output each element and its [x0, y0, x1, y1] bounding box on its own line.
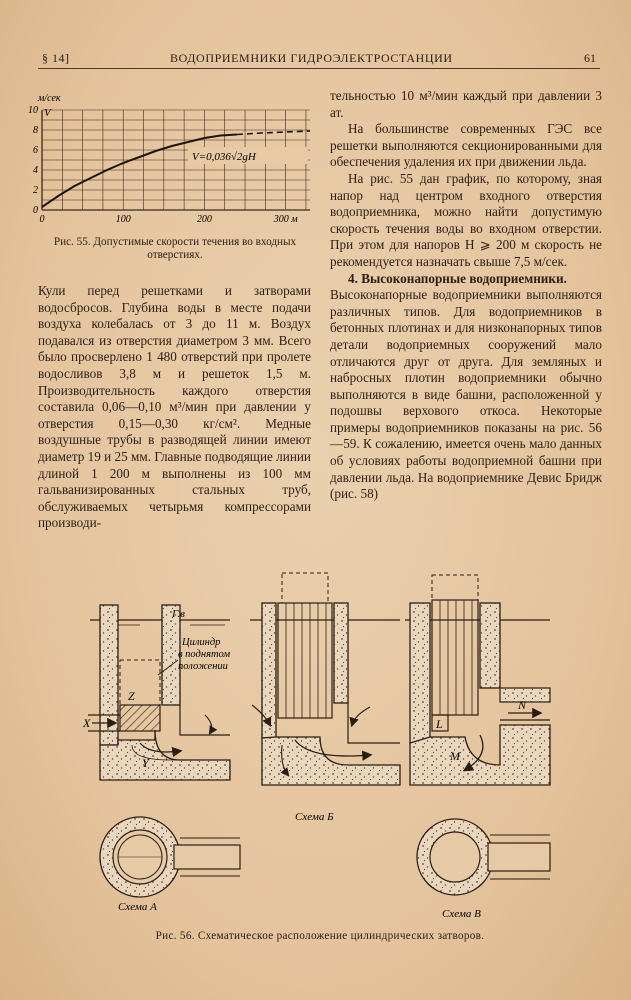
- scheme-a-plan: [99, 816, 241, 898]
- label-z: Z: [128, 689, 135, 703]
- right-paragraph-towers: Высоконапорные водоприемники выполняются…: [330, 287, 602, 502]
- x-tick-label: 300 м: [273, 214, 299, 225]
- y-tick-label: 10: [28, 105, 38, 116]
- scheme-a-label: Схема А: [118, 901, 157, 913]
- running-title: ВОДОПРИЕМНИКИ ГИДРОЭЛЕКТРОСТАНЦИИ: [170, 51, 453, 65]
- y-axis-letter: V: [44, 107, 52, 119]
- y-tick-label: 4: [33, 165, 38, 176]
- chart-lines: [41, 130, 311, 208]
- right-paragraph-continued: тельностью 10 м³/мин каждый при давлении…: [330, 88, 602, 120]
- y-tick-label: 8: [33, 125, 38, 136]
- annotation-text: положении: [178, 661, 228, 672]
- cylinder-vertical-lines: [277, 602, 333, 719]
- left-paragraph: Кули перед решетками и затворами водосбр…: [38, 283, 311, 531]
- section-4: 4. Высоконапорные водоприемники.: [330, 271, 602, 288]
- y-tick-label: 2: [33, 185, 38, 196]
- label-x: X: [82, 716, 91, 730]
- label-gv: Г.в: [171, 608, 185, 620]
- cylinder-annotation: Цилиндр в поднятом положении: [157, 637, 230, 676]
- figure-56-caption: Рис. 56. Схематическое расположение цили…: [155, 930, 485, 942]
- annotation-text: Цилиндр: [181, 637, 220, 648]
- figure-55-caption: Рис. 55. Допустимые скорости течения во …: [53, 236, 297, 261]
- label-m: M: [449, 749, 461, 763]
- y-tick-label: 0: [33, 205, 38, 216]
- series-line: [236, 130, 311, 136]
- formula-backdrop: [188, 147, 308, 164]
- series-line: [41, 133, 237, 208]
- scheme-v-elevation: L N M: [405, 574, 551, 786]
- scheme-a-elevation: Z X Y: [82, 604, 231, 781]
- left-column: Кули перед решетками и затворами водосбр…: [38, 283, 311, 532]
- formula-label: V=0,036√2gH: [192, 151, 257, 163]
- right-paragraph-grates: На большинстве современных ГЭС все решет…: [330, 121, 602, 170]
- figure-56-drawing: Z X Y Г.в Цилиндр в поднятом положении: [82, 572, 551, 920]
- cylinder-vertical-lines: [431, 599, 479, 716]
- x-tick-label: 200: [197, 214, 212, 225]
- right-column: тельностью 10 м³/мин каждый при давлении…: [330, 88, 602, 503]
- label-n: N: [517, 698, 527, 712]
- annotation-text: в поднятом: [178, 649, 230, 660]
- y-tick-label: 6: [33, 145, 38, 156]
- x-tick-label: 100: [116, 214, 131, 225]
- page-number: 61: [584, 51, 596, 65]
- section-marker: § 14]: [42, 51, 70, 65]
- right-paragraph-graph: На рис. 55 дан график, по которому, зная…: [330, 170, 602, 269]
- scheme-b-elevation: [250, 572, 401, 786]
- scheme-v-plan: [416, 818, 551, 896]
- header-rule: [38, 68, 600, 69]
- x-tick-label: 0: [40, 214, 45, 225]
- y-unit-label: м/сек: [37, 93, 61, 104]
- label-y: Y: [142, 756, 150, 770]
- label-l: L: [435, 717, 443, 731]
- section-heading: 4. Высоконапорные водоприемники.: [348, 270, 567, 286]
- scheme-b-label: Схема Б: [295, 811, 334, 823]
- scheme-v-label: Схема В: [442, 908, 481, 920]
